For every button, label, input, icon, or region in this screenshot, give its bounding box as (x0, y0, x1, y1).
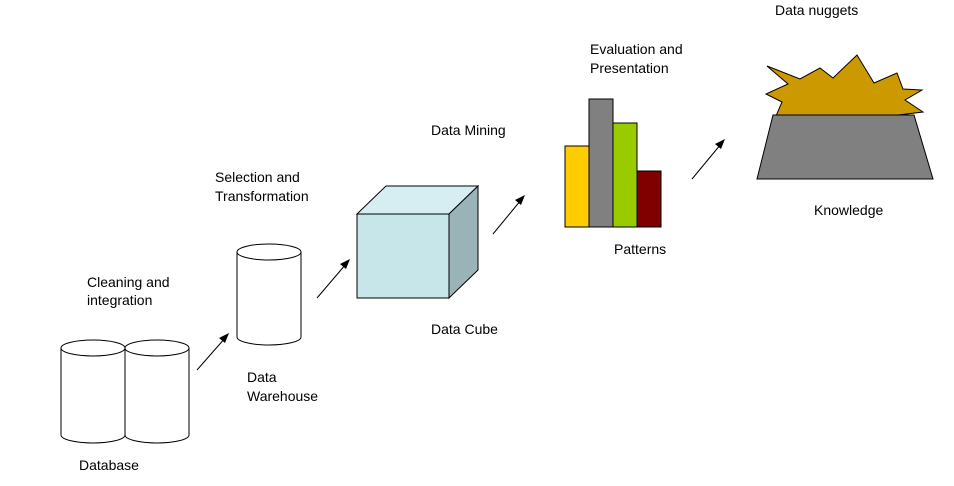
patterns-bar-gray (588, 98, 614, 228)
patterns-label: Patterns (614, 241, 666, 257)
database-icon (60, 339, 190, 444)
data-warehouse-label-line2: Warehouse (247, 388, 318, 404)
database-cylinder-left (60, 339, 126, 444)
patterns-bar-green (612, 122, 638, 228)
patterns-icon (564, 98, 662, 228)
selection-transformation-label-line1: Selection and (215, 169, 300, 185)
patterns-bar-yellow (564, 145, 590, 228)
data-warehouse-icon (236, 243, 302, 346)
data-warehouse-label-line1: Data (247, 369, 277, 385)
data-nuggets-label: Data nuggets (775, 2, 858, 18)
data-cube-label: Data Cube (431, 321, 498, 337)
arrow-warehouse-to-cube (316, 259, 350, 299)
data-cube-icon (355, 184, 480, 300)
knowledge-base-shape (756, 114, 934, 180)
database-cylinder-right (124, 339, 190, 444)
arrow-patterns-to-knowledge (691, 139, 725, 180)
knowledge-label: Knowledge (814, 202, 883, 218)
cleaning-integration-label-line2: integration (87, 292, 152, 308)
database-label: Database (79, 457, 139, 473)
cleaning-integration-label-line1: Cleaning and (87, 274, 170, 290)
arrow-database-to-warehouse (196, 333, 229, 371)
knowledge-icon (756, 54, 934, 180)
arrow-cube-to-patterns (492, 195, 525, 235)
data-nuggets-burst (764, 54, 925, 117)
evaluation-presentation-label-line1: Evaluation and (590, 41, 683, 57)
selection-transformation-label-line2: Transformation (215, 188, 309, 204)
data-mining-label: Data Mining (431, 122, 506, 138)
evaluation-presentation-label-line2: Presentation (590, 60, 669, 76)
patterns-bar-darkred (636, 170, 662, 228)
